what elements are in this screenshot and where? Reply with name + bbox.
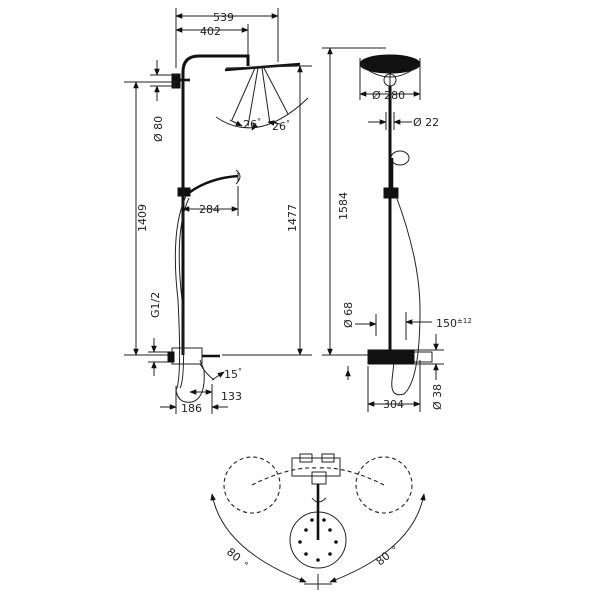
dim-133: 133 <box>221 390 242 403</box>
dim-spout-angle: 15° <box>224 367 242 381</box>
dim-head-diameter: Ø 280 <box>372 89 405 102</box>
dim-1584: 1584 <box>337 192 350 220</box>
riser-pipe <box>181 54 250 355</box>
dim-68: Ø 68 <box>342 302 355 328</box>
dim-1477: 1477 <box>286 204 299 232</box>
dim-150: 150±12 <box>436 317 472 330</box>
dim-angle-right: 26° <box>272 119 290 133</box>
dim-thread: G1/2 <box>149 292 162 318</box>
dim-angle-left: 26° <box>243 117 261 131</box>
side-view: Ø 280 Ø 22 1584 Ø 68 150±12 304 Ø 38 <box>322 47 472 412</box>
shower-hose <box>174 195 205 403</box>
top-view: 80° 80° <box>210 453 426 590</box>
rotation-right: 80° <box>374 543 401 569</box>
dim-186: 186 <box>181 402 202 415</box>
dim-304: 304 <box>383 398 404 411</box>
top-mixer <box>291 457 341 477</box>
dim-pipe-diameter: Ø 22 <box>413 116 439 129</box>
front-view: 539 402 26° 26° Ø 80 1409 G1/2 1477 <box>124 8 312 415</box>
hand-shower <box>189 174 239 194</box>
dim-1409: 1409 <box>136 204 149 232</box>
dim-539: 539 <box>213 11 234 24</box>
dim-wall-bracket: Ø 80 <box>152 116 165 142</box>
dim-284: 284 <box>199 203 220 216</box>
dim-38: Ø 38 <box>431 384 444 410</box>
bath-mixer <box>171 347 203 365</box>
dim-402: 402 <box>200 25 221 38</box>
side-mixer <box>367 349 415 365</box>
